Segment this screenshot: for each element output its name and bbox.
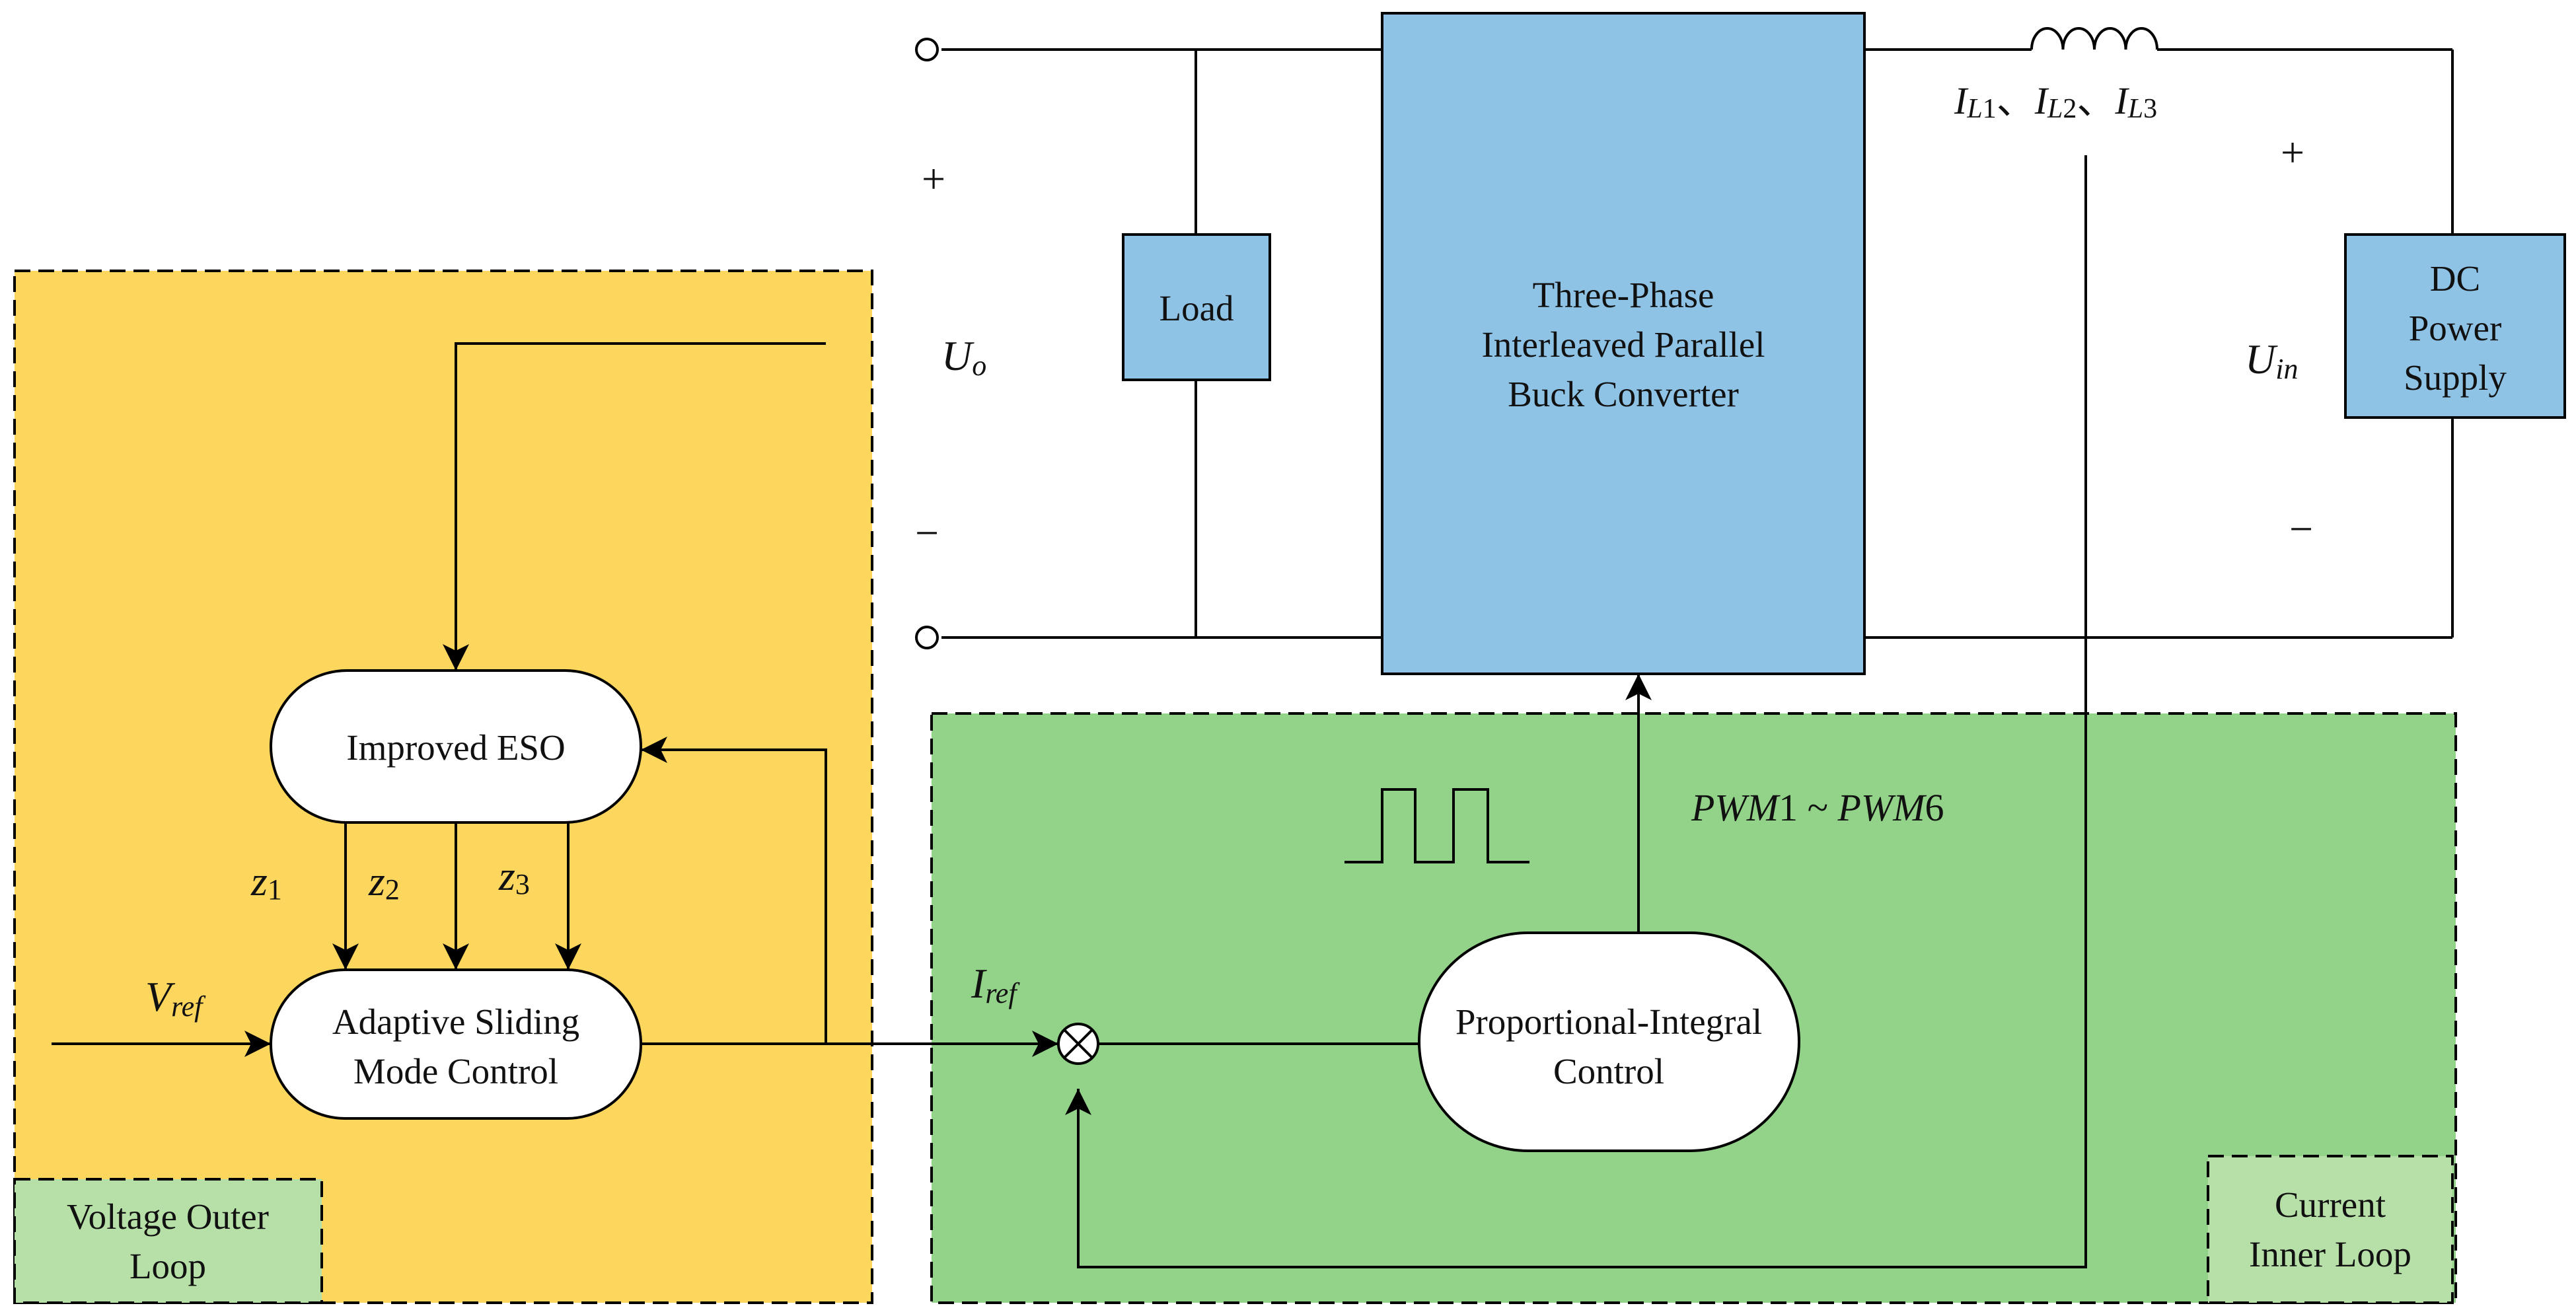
voltage-feedback-path (443, 342, 826, 671)
dc-label-line2: Power (2409, 308, 2502, 348)
dc-label-line1: DC (2430, 258, 2480, 299)
current-loop-label-line1: Current (2275, 1184, 2386, 1225)
improved-eso-block: Improved ESO (270, 669, 642, 824)
input-minus-sign: − (2289, 505, 2313, 552)
current-loop-label-line2: Inner Loop (2249, 1234, 2411, 1274)
pwm-label: PWM1 ~ PWM6 (1691, 786, 1944, 829)
inductor-icon (2030, 27, 2158, 50)
iref-label: Iref (971, 960, 1020, 1009)
voltage-outer-loop-label-box: Voltage Outer Loop (13, 1178, 323, 1304)
eso-state-arrows (332, 822, 581, 970)
voltage-loop-border (13, 270, 873, 1304)
output-terminal-bottom (915, 626, 939, 649)
z3-label: z3 (498, 852, 530, 900)
output-minus-sign: − (915, 509, 939, 556)
dc-power-supply-block: DC Power Supply (2344, 233, 2566, 419)
converter-block: Three-Phase Interleaved Parallel Buck Co… (1381, 12, 1866, 675)
z1-label: z1 (250, 857, 282, 906)
load-label: Load (1159, 288, 1233, 328)
adaptive-sliding-mode-control-block: Adaptive Sliding Mode Control (270, 968, 642, 1120)
input-voltage-label: Uin (2245, 336, 2298, 385)
voltage-loop-label-line2: Loop (129, 1246, 206, 1286)
converter-label-line2: Interleaved Parallel (1481, 324, 1765, 365)
power-circuit-wires (915, 27, 2454, 649)
smc-output-path (641, 737, 1058, 1057)
inductor-currents-label: IL1、IL2、IL3 (1954, 79, 2157, 124)
pi-control-block: Proportional-Integral Control (1418, 931, 1800, 1152)
load-block: Load (1122, 233, 1271, 381)
output-terminal-top (915, 38, 939, 61)
output-plus-sign: + (922, 155, 945, 202)
output-voltage-label: Uo (941, 332, 986, 382)
pi-label-line1: Proportional-Integral (1455, 1002, 1762, 1042)
input-plus-sign: + (2281, 129, 2304, 176)
converter-label-line1: Three-Phase (1533, 275, 1714, 315)
z2-label: z2 (368, 857, 400, 906)
voltage-loop-label-line1: Voltage Outer (67, 1196, 269, 1237)
vref-label: Vref (145, 973, 206, 1023)
asmc-label-line2: Mode Control (353, 1051, 558, 1091)
eso-label: Improved ESO (346, 727, 565, 768)
dc-label-line3: Supply (2404, 357, 2507, 398)
pwm-waveform-icon (1344, 788, 1529, 863)
current-loop-border (930, 712, 2457, 1304)
summing-junction (1057, 1023, 1099, 1065)
pi-label-line2: Control (1553, 1051, 1664, 1091)
current-inner-loop-label-box: Current Inner Loop (2207, 1155, 2454, 1304)
current-feedback-path (1065, 155, 2087, 1268)
asmc-label-line1: Adaptive Sliding (332, 1002, 579, 1042)
converter-label-line3: Buck Converter (1508, 374, 1739, 414)
